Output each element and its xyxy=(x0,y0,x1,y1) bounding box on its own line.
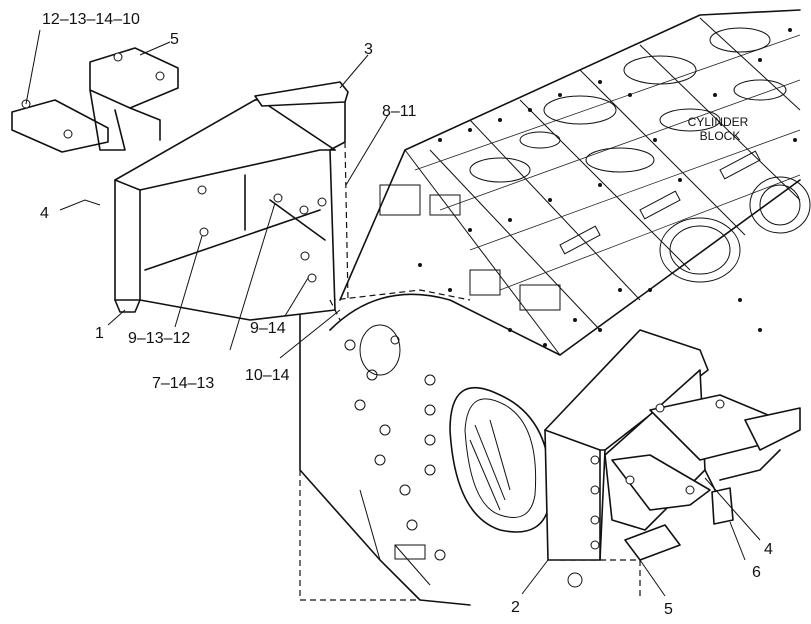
callout-7-14-13: 7–14–13 xyxy=(152,375,214,392)
callout-6: 6 xyxy=(752,564,761,581)
callout-5-bottom: 5 xyxy=(664,601,673,618)
callout-12-13-14-10: 12–13–14–10 xyxy=(42,11,140,28)
cylinder-block-label: CYLINDER xyxy=(688,115,749,129)
cylinder-block-label-line2: BLOCK xyxy=(700,129,741,143)
cylinder-block: CYLINDER BLOCK xyxy=(289,9,811,606)
front-mount-bracket xyxy=(11,47,349,321)
callout-10-14: 10–14 xyxy=(245,367,290,384)
callout-4-right: 4 xyxy=(764,541,773,558)
callout-5-top: 5 xyxy=(170,31,179,48)
callout-9-14: 9–14 xyxy=(250,320,286,337)
callout-8-11: 8–11 xyxy=(382,103,417,120)
callout-2: 2 xyxy=(511,599,520,616)
leader-lines xyxy=(25,29,761,597)
callout-1: 1 xyxy=(95,325,104,342)
callout-9-13-12: 9–13–12 xyxy=(128,330,190,347)
rear-mount-bracket xyxy=(544,329,801,561)
callout-4-left: 4 xyxy=(40,205,49,222)
callout-labels: 12–13–14–10 5 3 8–11 4 9–14 1 9–13–12 7–… xyxy=(40,11,773,618)
callout-3: 3 xyxy=(364,41,373,58)
